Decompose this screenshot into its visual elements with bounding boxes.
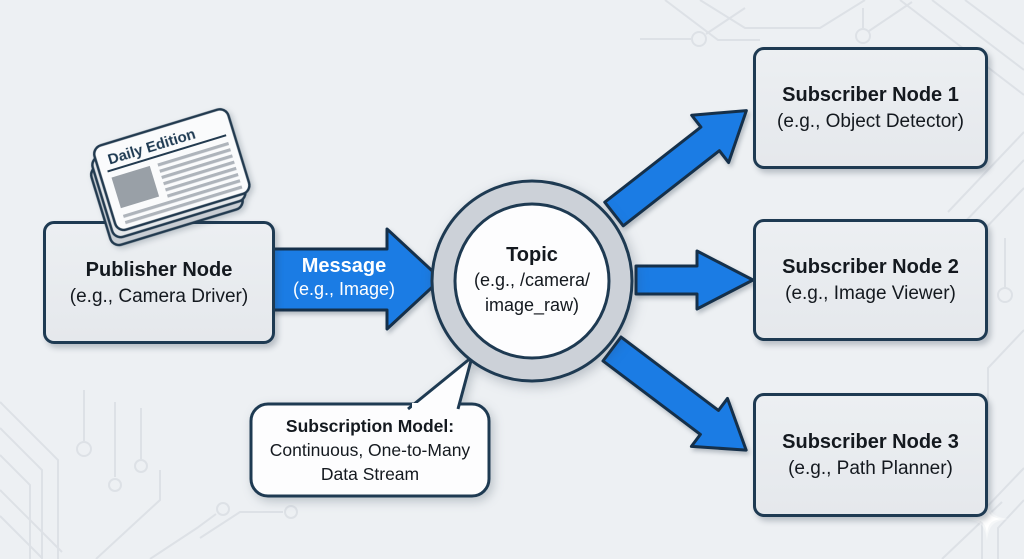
subscriber-node-2-box: Subscriber Node 2 (e.g., Image Viewer) — [753, 219, 988, 341]
subscriber-node-1-subtitle: (e.g., Object Detector) — [777, 111, 964, 132]
arrow-to-subscriber-1 — [603, 109, 748, 228]
circuit-traces-bottom-left — [0, 390, 298, 559]
subscriber-node-2-subtitle: (e.g., Image Viewer) — [785, 283, 956, 304]
subscriber-node-1-box: Subscriber Node 1 (e.g., Object Detector… — [753, 47, 988, 169]
publisher-node-subtitle: (e.g., Camera Driver) — [69, 285, 249, 307]
subscriber-node-2-title: Subscriber Node 2 — [782, 256, 959, 278]
callout-tail — [407, 355, 474, 411]
arrow-to-subscriber-2 — [634, 249, 755, 311]
callout-bubble — [249, 402, 491, 498]
callout-tail-mask — [412, 403, 455, 409]
sparkle-icon — [965, 497, 1009, 541]
topic-inner-circle — [453, 202, 611, 360]
subscriber-node-3-subtitle: (e.g., Path Planner) — [788, 458, 953, 479]
publisher-node-title: Publisher Node — [85, 258, 233, 281]
arrow-to-subscriber-3 — [601, 335, 748, 452]
subscriber-node-3-title: Subscriber Node 3 — [782, 431, 959, 453]
subscriber-node-3-box: Subscriber Node 3 (e.g., Path Planner) — [753, 393, 988, 517]
message-arrow — [267, 227, 443, 331]
subscriber-node-1-title: Subscriber Node 1 — [782, 84, 959, 106]
publisher-node-box: Publisher Node (e.g., Camera Driver) — [43, 221, 275, 344]
